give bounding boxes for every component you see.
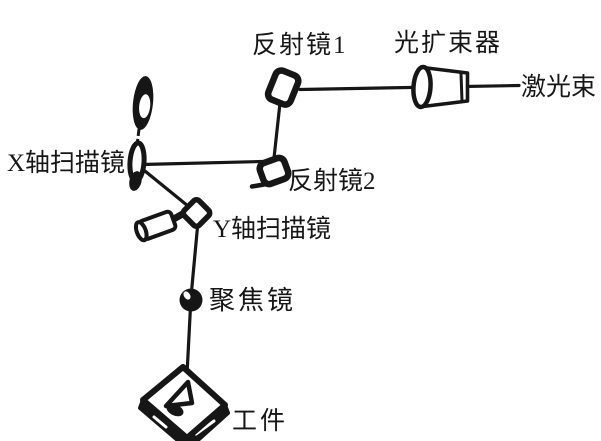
workpiece-mark: [163, 379, 195, 417]
beam-expander-shape: [411, 64, 470, 110]
beam-mirror1-to-mirror2: [272, 101, 282, 160]
laser-beam-label: 激光束: [521, 74, 597, 101]
mirror2-shape: [249, 154, 292, 189]
y-scan-mirror-shape: [180, 197, 213, 229]
focus-lens-shape: [179, 288, 203, 312]
focus-lens-label: 聚焦镜: [209, 286, 297, 315]
x-scan-mirror-shape: [127, 140, 147, 191]
mirror2-label: 反射镜2: [288, 168, 376, 195]
beam-laser-to-mirror1: [298, 83, 521, 92]
y-scan-mirror-label: Y轴扫描镜: [213, 216, 332, 243]
mirror1-label: 反射镜1: [252, 32, 348, 59]
beam-mirror2-to-x-mirror: [140, 159, 264, 167]
y-galvo-motor: [133, 208, 190, 243]
x-scan-mirror-label: X轴扫描镜: [7, 150, 126, 177]
workpiece-shape: [138, 364, 230, 441]
mirror1-shape: [264, 67, 302, 108]
workpiece-label: 工件: [232, 408, 289, 435]
beam-x-to-y-mirror: [138, 165, 190, 208]
x-motor-shaft: [135, 128, 141, 151]
x-galvo-motor: [132, 76, 154, 151]
beam-expander-label: 光扩束器: [394, 30, 503, 57]
